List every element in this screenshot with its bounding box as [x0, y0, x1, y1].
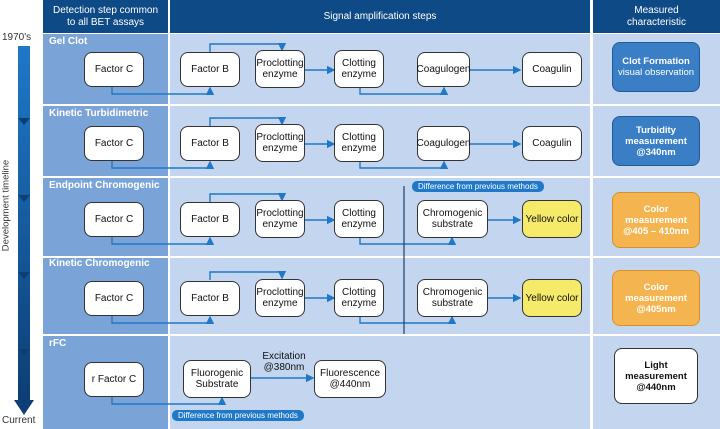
measure-title: Color measurement @405 – 410nm [623, 203, 689, 237]
row-label-endpoint-chromogenic: Endpoint Chromogenic [49, 180, 160, 191]
node-proclotting-enzyme: Proclotting enzyme [255, 50, 305, 88]
row-label-rfc: rFC [49, 338, 67, 349]
node-factor-b: Factor B [180, 126, 240, 161]
node-proclotting-enzyme: Proclotting enzyme [255, 279, 305, 317]
node-factor-c: Factor C [84, 202, 144, 237]
node-proclotting-enzyme: Proclotting enzyme [255, 200, 305, 238]
measure-turbidity: Turbidity measurement @340nm [612, 116, 700, 166]
node-coagulin: Coagulin [522, 52, 582, 87]
node-factor-c: Factor C [84, 126, 144, 161]
node-fluorogenic-substrate: Fluorogenic Substrate [183, 360, 251, 398]
node-factor-b: Factor B [180, 202, 240, 237]
row-divider [43, 104, 720, 106]
node-coagulogen: Coagulogen [417, 126, 470, 161]
difference-badge-rfc: Difference from previous methods [172, 410, 304, 421]
row-label-kinetic-chromogenic: Kinetic Chromogenic [49, 258, 150, 269]
node-clotting-enzyme: Clotting enzyme [334, 279, 384, 317]
header-detection: Detection step common to all BET assays [43, 0, 168, 33]
difference-badge-chromogenic: Difference from previous methods [412, 181, 544, 192]
node-factor-b: Factor B [180, 52, 240, 87]
row-label-kinetic-turbidimetric: Kinetic Turbidimetric [49, 108, 149, 119]
node-clotting-enzyme: Clotting enzyme [334, 200, 384, 238]
node-factor-c: Factor C [84, 281, 144, 316]
row-label-gel-clot: Gel Clot [49, 36, 88, 47]
node-chromogenic-substrate: Chromogenic substrate [417, 279, 488, 317]
measure-title: Turbidity measurement @340nm [625, 124, 687, 158]
row-divider [43, 176, 720, 178]
measure-title: Clot Formation [622, 56, 690, 67]
timeline-bar [18, 46, 30, 401]
node-clotting-enzyme: Clotting enzyme [334, 124, 384, 162]
row-divider [43, 256, 720, 258]
node-coagulin: Coagulin [522, 126, 582, 161]
row-divider [43, 334, 720, 336]
node-clotting-enzyme: Clotting enzyme [334, 50, 384, 88]
node-r-factor-c: r Factor C [84, 362, 144, 397]
node-proclotting-enzyme: Proclotting enzyme [255, 124, 305, 162]
timeline-end: Current [2, 415, 36, 426]
node-chromogenic-substrate: Chromogenic substrate [417, 200, 488, 238]
measure-title: Color measurement @405nm [625, 281, 687, 315]
measure-light: Light measurement @440nm [614, 348, 698, 404]
header-measured: Measured characteristic [593, 0, 720, 33]
node-factor-c: Factor C [84, 52, 144, 87]
node-yellow-color: Yellow color [522, 200, 582, 238]
node-coagulogen: Coagulogen [417, 52, 470, 87]
measure-color-kinetic: Color measurement @405nm [612, 270, 700, 326]
node-factor-b: Factor B [180, 281, 240, 316]
node-yellow-color: Yellow color [522, 279, 582, 317]
header-amplification: Signal amplification steps [170, 0, 590, 33]
node-fluorescence: Fluorescence @440nm [314, 360, 386, 398]
measure-title: Light measurement @440nm [625, 359, 687, 393]
measure-color-endpoint: Color measurement @405 – 410nm [612, 192, 700, 248]
measure-detail: visual observation [617, 67, 695, 78]
timeline-start: 1970's [2, 32, 32, 43]
excitation-label: Excitation @380nm [262, 351, 306, 373]
